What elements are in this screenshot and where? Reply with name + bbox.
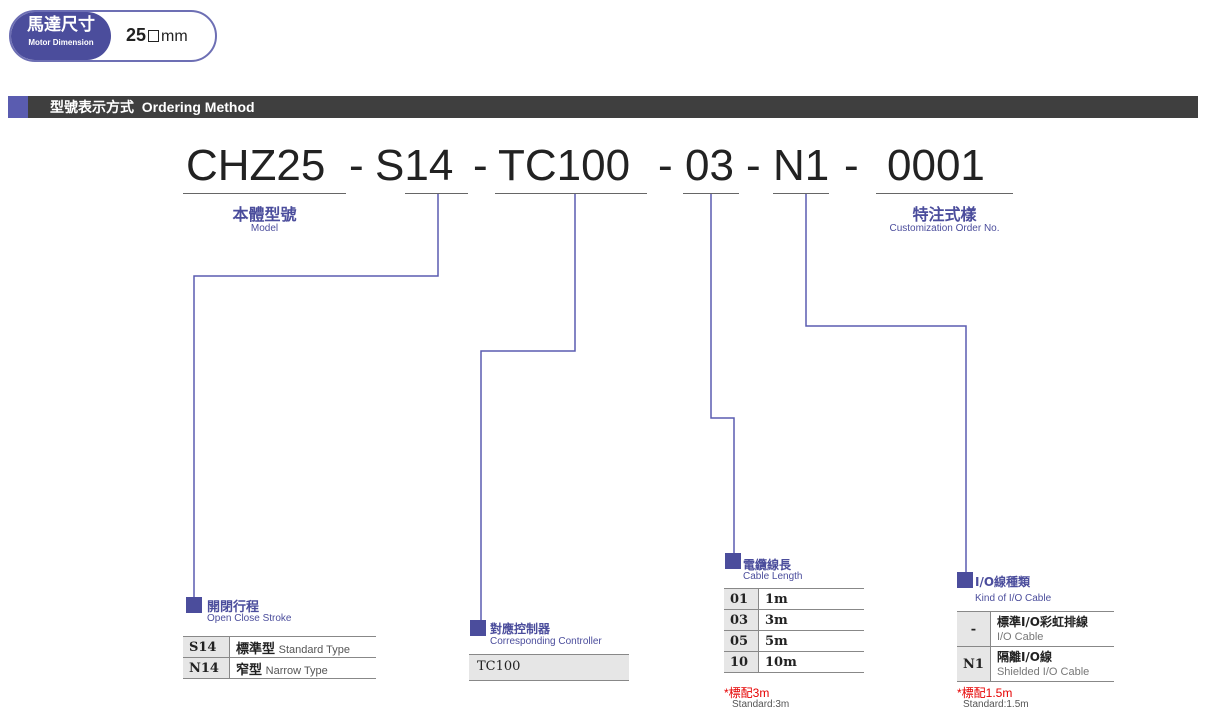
code-part-stroke: S14 [375, 141, 454, 190]
badge-pill [11, 12, 111, 60]
code-part-model: CHZ25 [186, 141, 326, 190]
controller-marker [470, 620, 486, 636]
code-part-io-cable: N1 [773, 141, 830, 190]
wire-stroke [193, 194, 439, 597]
controller-title-en: Corresponding Controller [490, 636, 602, 647]
cable-value: 1m [758, 588, 864, 610]
cable-value: 3m [758, 609, 864, 631]
wire-io-cable [805, 194, 967, 572]
wire-controller [480, 194, 576, 622]
table-row: N14 窄型 Narrow Type [183, 657, 376, 679]
controller-title: 對應控制器 [490, 622, 551, 636]
custom-label: 特注式樣 [912, 205, 977, 224]
underline-io-cable [773, 193, 829, 194]
io-desc-zh: 標準I/O彩虹排線 [996, 614, 1088, 629]
stroke-desc-zh: 窄型 [236, 662, 263, 678]
section-title: 型號表示方式 Ordering Method [50, 98, 255, 117]
io-cable-note: *標配1.5m [957, 686, 1013, 700]
controller-cell: TC100 [469, 654, 629, 681]
stroke-desc: 窄型 Narrow Type [229, 657, 376, 679]
io-cable-note-en: Standard:1.5m [963, 699, 1029, 710]
code-part-controller: TC100 [498, 141, 631, 190]
stroke-title-en: Open Close Stroke [207, 613, 292, 624]
stroke-desc-en: Standard Type [278, 643, 350, 656]
section-header-bar [8, 96, 1198, 118]
cable-length-marker [725, 553, 741, 569]
underline-model [183, 193, 346, 194]
model-label: 本體型號 [232, 205, 297, 224]
underline-stroke [405, 193, 468, 194]
underline-custom [876, 193, 1013, 194]
cable-code: 01 [724, 588, 759, 610]
badge-value: 25 mm [126, 25, 188, 46]
square-icon [148, 30, 160, 42]
stroke-title: 開閉行程 [207, 600, 260, 615]
cable-length-title-en: Cable Length [743, 571, 803, 582]
code-separator: - [473, 141, 488, 190]
badge-subtitle: Motor Dimension [28, 38, 94, 47]
model-label-en: Model [250, 223, 279, 234]
cable-value: 10m [758, 651, 864, 673]
cable-code: 10 [724, 651, 759, 673]
code-separator: - [746, 141, 761, 190]
underline-cable-length [683, 193, 739, 194]
code-part-custom: 0001 [887, 141, 985, 190]
cable-length-note: *標配3m [724, 686, 770, 700]
io-code: N1 [957, 646, 991, 682]
section-title-zh: 型號表示方式 [50, 100, 134, 116]
io-cable-title: I/O線種類 [975, 575, 1031, 589]
table-row: S14 標準型 Standard Type [183, 636, 376, 658]
badge-size-unit: mm [161, 28, 188, 45]
cable-code: 05 [724, 630, 759, 652]
custom-label-en: Customization Order No. [889, 223, 1000, 234]
stroke-table: S14 標準型 Standard Type N14 窄型 Narrow Type [183, 636, 376, 679]
io-code: - [957, 611, 991, 647]
code-separator: - [658, 141, 673, 190]
underline-controller [495, 193, 647, 194]
cable-length-title: 電纜線長 [743, 558, 792, 572]
io-cable-title-en: Kind of I/O Cable [975, 593, 1052, 604]
io-desc-en: I/O Cable [996, 630, 1044, 643]
io-desc-en: Shielded I/O Cable [996, 665, 1090, 678]
stroke-desc-en: Narrow Type [265, 664, 328, 677]
io-cable-marker [957, 572, 973, 588]
controller-code: TC100 [477, 659, 521, 674]
badge-size-number: 25 [126, 25, 147, 45]
section-title-en: Ordering Method [141, 99, 255, 115]
cable-code: 03 [724, 609, 759, 631]
wire-cable-length [710, 194, 735, 553]
section-marker [8, 96, 28, 118]
stroke-desc: 標準型 Standard Type [229, 636, 376, 658]
code-separator: - [349, 141, 364, 190]
stroke-code: N14 [183, 657, 230, 679]
io-desc-zh: 隔離I/O線 [996, 649, 1052, 664]
stroke-marker [186, 597, 202, 613]
cable-value: 5m [758, 630, 864, 652]
cable-length-note-en: Standard:3m [732, 699, 790, 710]
code-part-cable-length: 03 [685, 141, 734, 190]
badge-title: 馬達尺寸 [27, 15, 95, 35]
stroke-desc-zh: 標準型 [236, 641, 276, 657]
code-separator: - [844, 141, 859, 190]
stroke-code: S14 [183, 636, 230, 658]
